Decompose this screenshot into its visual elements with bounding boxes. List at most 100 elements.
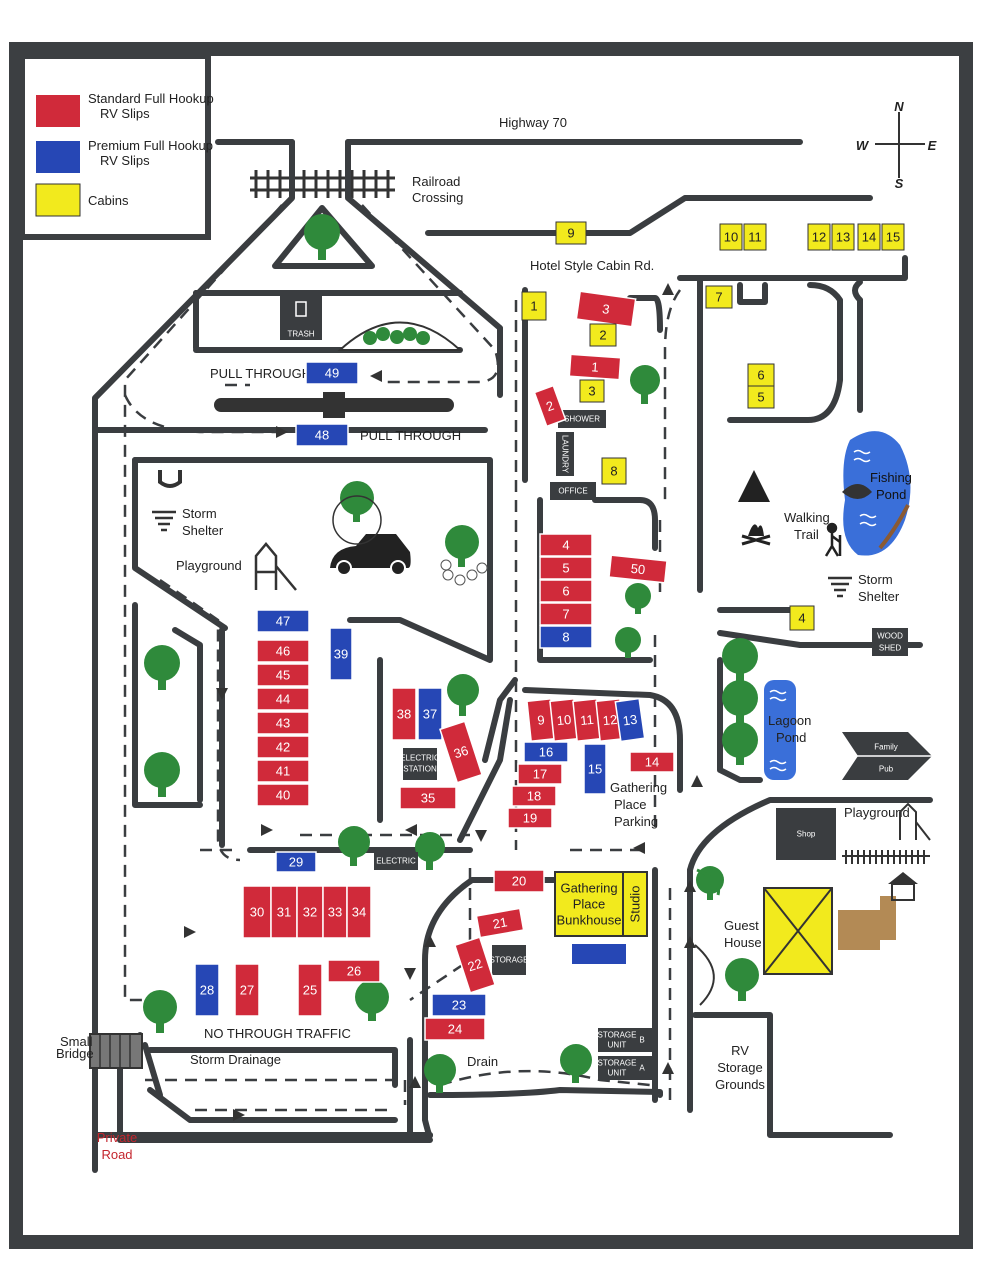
- rv-site-slot[interactable]: [517, 763, 563, 785]
- rv-site-26[interactable]: 26: [327, 959, 381, 983]
- rv-site-31[interactable]: 31: [270, 885, 298, 939]
- rv-site-slot[interactable]: [391, 687, 417, 741]
- rv-site-slot[interactable]: [256, 783, 310, 807]
- rv-site-slot[interactable]: [256, 735, 310, 759]
- rv-site-slot[interactable]: [322, 885, 348, 939]
- rv-site-32[interactable]: 32: [296, 885, 324, 939]
- rv-site-21[interactable]: 21: [475, 907, 525, 939]
- rv-site-slot[interactable]: [539, 579, 593, 603]
- cabin-5[interactable]: 5: [747, 385, 775, 409]
- rv-site-45[interactable]: 45: [256, 663, 310, 687]
- rv-site-slot[interactable]: [194, 963, 220, 1017]
- rv-site-44[interactable]: 44: [256, 687, 310, 711]
- rv-site-6[interactable]: 6: [539, 579, 593, 603]
- rv-site-slot[interactable]: [297, 963, 323, 1017]
- rv-site-27[interactable]: 27: [234, 963, 260, 1017]
- rv-site-slot[interactable]: [539, 556, 593, 580]
- rv-site-36[interactable]: 36: [439, 720, 483, 784]
- rv-site-slot[interactable]: [346, 885, 372, 939]
- rv-site-slot[interactable]: [417, 687, 443, 741]
- rv-site-35[interactable]: 35: [399, 786, 457, 810]
- cabin-slot[interactable]: [601, 457, 627, 485]
- rv-site-slot[interactable]: [275, 851, 317, 873]
- rv-site-slot[interactable]: [431, 993, 487, 1017]
- rv-site-1[interactable]: 1: [568, 353, 622, 381]
- rv-site-slot[interactable]: [453, 936, 497, 994]
- rv-site-7[interactable]: 7: [539, 602, 593, 626]
- rv-site-slot[interactable]: [608, 554, 668, 584]
- rv-site-3[interactable]: 3: [575, 290, 637, 328]
- rv-site-46[interactable]: 46: [256, 639, 310, 663]
- rv-site-39[interactable]: 39: [329, 627, 353, 681]
- rv-site-slot[interactable]: [523, 741, 569, 763]
- rv-site-18[interactable]: 18: [511, 785, 557, 807]
- rv-site-11[interactable]: 11: [572, 698, 602, 742]
- rv-site-37[interactable]: 37: [417, 687, 443, 741]
- cabin-7[interactable]: 7: [705, 285, 733, 309]
- rv-site-24[interactable]: 24: [424, 1017, 486, 1041]
- cabin-slot[interactable]: [857, 223, 881, 251]
- rv-site-30[interactable]: 30: [242, 885, 272, 939]
- rv-site-slot[interactable]: [256, 609, 310, 633]
- cabin-13[interactable]: 13: [831, 223, 855, 251]
- cabin-slot[interactable]: [579, 379, 605, 403]
- rv-site-slot[interactable]: [568, 353, 622, 381]
- cabin-15[interactable]: 15: [881, 223, 905, 251]
- cabin-slot[interactable]: [881, 223, 905, 251]
- rv-site-slot[interactable]: [256, 639, 310, 663]
- rv-site-28[interactable]: 28: [194, 963, 220, 1017]
- rv-site-slot[interactable]: [575, 290, 637, 328]
- rv-site-slot[interactable]: [533, 384, 567, 428]
- rv-site-2[interactable]: 2: [533, 384, 567, 428]
- rv-site-47[interactable]: 47: [256, 609, 310, 633]
- rv-site-slot[interactable]: [329, 627, 353, 681]
- rv-site-slot[interactable]: [539, 533, 593, 557]
- rv-site-15[interactable]: 15: [583, 743, 607, 795]
- rv-site-4[interactable]: 4: [539, 533, 593, 557]
- rv-site-slot[interactable]: [234, 963, 260, 1017]
- cabin-slot[interactable]: [705, 285, 733, 309]
- cabin-9[interactable]: 9: [555, 221, 587, 245]
- cabin-8[interactable]: 8: [601, 457, 627, 485]
- rv-site-38[interactable]: 38: [391, 687, 417, 741]
- rv-site-8[interactable]: 8: [539, 625, 593, 649]
- cabin-3[interactable]: 3: [579, 379, 605, 403]
- cabin-6[interactable]: 6: [747, 363, 775, 387]
- rv-site-slot[interactable]: [270, 885, 298, 939]
- rv-site-slot[interactable]: [327, 959, 381, 983]
- rv-site-slot[interactable]: [295, 423, 349, 447]
- rv-site-49[interactable]: 49: [305, 361, 359, 385]
- rv-site-slot[interactable]: [539, 602, 593, 626]
- rv-site-19[interactable]: 19: [507, 807, 553, 829]
- cabin-slot[interactable]: [789, 605, 815, 631]
- cabin-1[interactable]: 1: [521, 291, 547, 321]
- cabin-slot[interactable]: [743, 223, 767, 251]
- rv-site-slot[interactable]: [493, 869, 545, 893]
- rv-site-40[interactable]: 40: [256, 783, 310, 807]
- rv-site-41[interactable]: 41: [256, 759, 310, 783]
- rv-site-43[interactable]: 43: [256, 711, 310, 735]
- rv-site-16[interactable]: 16: [523, 741, 569, 763]
- rv-site-slot[interactable]: [256, 687, 310, 711]
- rv-site-slot[interactable]: [507, 807, 553, 829]
- rv-site-slot[interactable]: [256, 711, 310, 735]
- rv-site-42[interactable]: 42: [256, 735, 310, 759]
- cabin-14[interactable]: 14: [857, 223, 881, 251]
- rv-site-25[interactable]: 25: [297, 963, 323, 1017]
- rv-site-17[interactable]: 17: [517, 763, 563, 785]
- rv-site-slot[interactable]: [399, 786, 457, 810]
- cabin-slot[interactable]: [747, 385, 775, 409]
- cabin-slot[interactable]: [831, 223, 855, 251]
- rv-site-slot[interactable]: [539, 625, 593, 649]
- cabin-4[interactable]: 4: [789, 605, 815, 631]
- rv-site-29[interactable]: 29: [275, 851, 317, 873]
- rv-site-34[interactable]: 34: [346, 885, 372, 939]
- rv-site-slot[interactable]: [614, 697, 646, 743]
- cabin-slot[interactable]: [555, 221, 587, 245]
- rv-site-slot[interactable]: [256, 663, 310, 687]
- rv-site-slot[interactable]: [242, 885, 272, 939]
- rv-site-slot[interactable]: [511, 785, 557, 807]
- rv-site-slot[interactable]: [629, 751, 675, 773]
- cabin-slot[interactable]: [807, 223, 831, 251]
- rv-site-slot[interactable]: [256, 759, 310, 783]
